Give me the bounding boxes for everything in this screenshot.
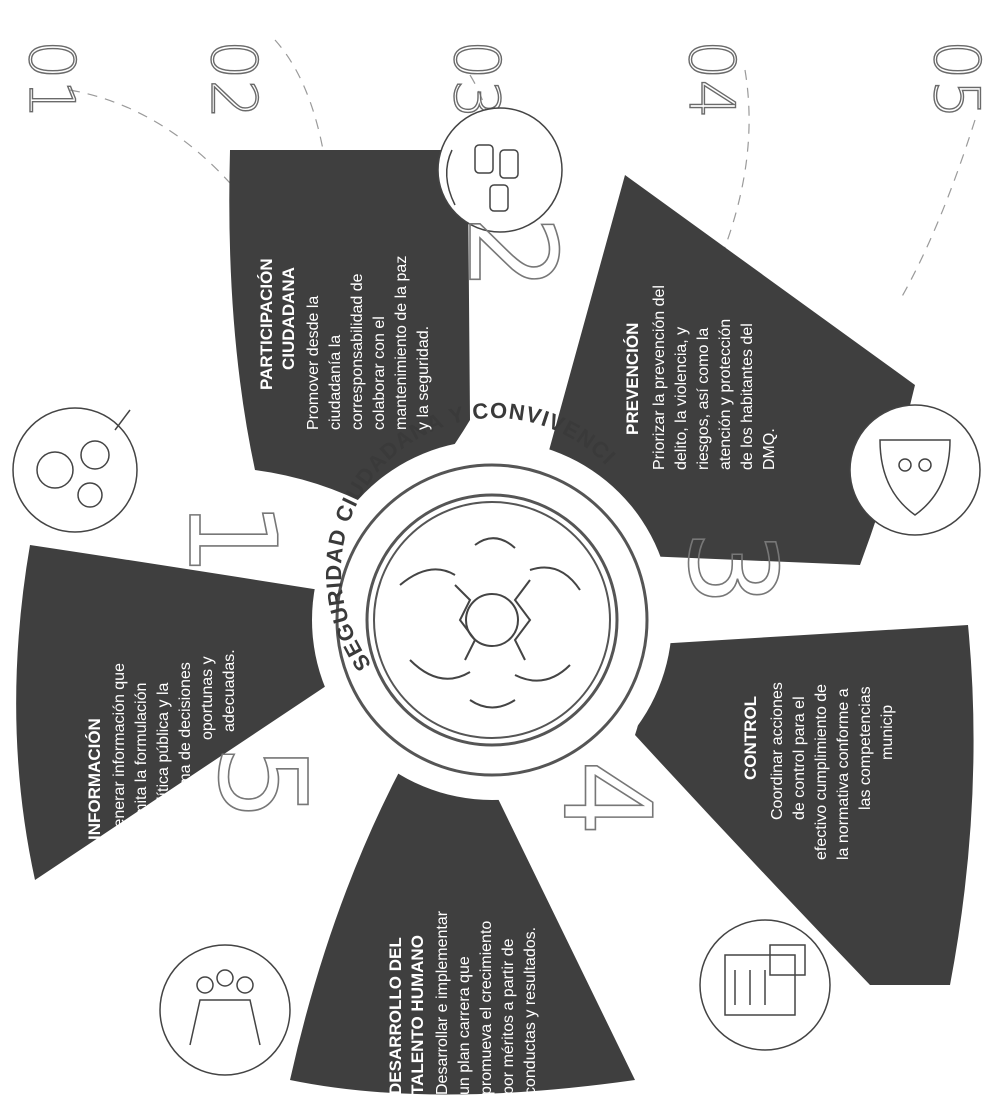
pillar-line: riesgos, así como la bbox=[695, 328, 712, 470]
checklist-document-icon bbox=[699, 919, 831, 1051]
pillar-control: CONTROL Coordinar acciones de control pa… bbox=[741, 682, 896, 860]
wedge-control bbox=[635, 625, 974, 985]
pillar-line: Generar información que bbox=[111, 663, 128, 840]
pillar-line: colaborar con el bbox=[371, 316, 388, 430]
column-number-05: 05 bbox=[920, 40, 993, 119]
wedges bbox=[16, 150, 974, 1095]
gears-magnifier-icon bbox=[12, 407, 138, 533]
column-number-03: 03 bbox=[440, 40, 513, 119]
pillar-line: las competencias bbox=[857, 686, 874, 810]
shield-people-icon bbox=[849, 404, 981, 536]
pillar-line: adecuadas. bbox=[221, 649, 238, 732]
pillar-informacion: INFORMACIÓN Generar información que perm… bbox=[85, 649, 238, 840]
pillar-title-talento: DESARROLLO DEL bbox=[386, 937, 405, 1095]
pillar-line: DMQ. bbox=[761, 428, 778, 470]
step-numeral-2: 2 bbox=[441, 215, 580, 291]
pillar-line: efectivo cumplimiento de bbox=[813, 684, 830, 860]
step-numeral-4: 4 bbox=[536, 760, 675, 836]
step-numeral-3: 3 bbox=[661, 530, 800, 606]
pillar-line: municip bbox=[879, 705, 896, 760]
people-group-icon bbox=[437, 107, 563, 233]
column-number-04: 04 bbox=[675, 40, 748, 119]
pillar-line: de política pública y la bbox=[155, 682, 172, 840]
joined-hands-icon bbox=[399, 537, 581, 709]
pillar-line: la normativa conforme a bbox=[835, 688, 852, 860]
pillar-title-prevencion: PREVENCIÓN bbox=[623, 323, 642, 435]
pillar-icons bbox=[12, 107, 981, 1076]
pillar-line: ciudadanía la bbox=[327, 335, 344, 430]
pillar-talento: DESARROLLO DEL TALENTO HUMANO Desarrolla… bbox=[386, 910, 539, 1095]
pillar-line: Priorizar la prevención del bbox=[651, 285, 668, 470]
pillar-line: y la seguridad. bbox=[415, 326, 432, 430]
pillar-line: toma de decisiones bbox=[177, 662, 194, 800]
column-numbers: 01 02 03 04 05 bbox=[14, 39, 993, 119]
pillar-line: Desarrollar e implementar bbox=[434, 910, 451, 1095]
pillar-line: atención y protección bbox=[717, 319, 734, 470]
pillar-line: corresponsabilidad de bbox=[349, 273, 366, 430]
pillar-line: mantenimiento de la paz bbox=[393, 256, 410, 430]
pillar-title-talento-2: TALENTO HUMANO bbox=[408, 935, 427, 1095]
wedge-talento bbox=[290, 755, 635, 1095]
step-numerals: 1 2 3 4 5 bbox=[160, 214, 801, 837]
team-people-icon bbox=[159, 944, 291, 1076]
wedge-informacion bbox=[16, 545, 336, 880]
pillar-line: oportunas y bbox=[199, 656, 216, 740]
pillar-line: permita la formulación bbox=[133, 683, 150, 840]
step-numeral-1: 1 bbox=[161, 500, 300, 576]
column-number-01: 01 bbox=[15, 40, 88, 119]
pillar-line: un plan carrera que bbox=[456, 956, 473, 1095]
pillar-participacion: PARTICIPACIÓN CIUDADANA Promover desde l… bbox=[257, 256, 432, 430]
pillar-line: Coordinar acciones bbox=[769, 682, 786, 820]
wedge-participacion bbox=[229, 150, 470, 520]
pillar-title-participacion: PARTICIPACIÓN bbox=[257, 258, 276, 390]
pillar-line: de los habitantes del bbox=[739, 323, 756, 470]
pillar-prevencion: PREVENCIÓN Priorizar la prevención del d… bbox=[623, 285, 778, 470]
wedge-prevencion bbox=[545, 175, 915, 565]
pillar-line: de control para el bbox=[791, 696, 808, 820]
pillar-line: promueva el crecimiento bbox=[478, 921, 495, 1095]
pillar-line: Promover desde la bbox=[305, 296, 322, 430]
pillar-line: conductas y resultados. bbox=[522, 927, 539, 1095]
pillar-title-participacion-2: CIUDADANA bbox=[279, 267, 298, 370]
step-numeral-5: 5 bbox=[191, 745, 330, 821]
pillar-line: delito, la violencia, y bbox=[673, 327, 690, 470]
pillar-line: por méritos a partir de bbox=[500, 938, 517, 1095]
pillar-title-control: CONTROL bbox=[741, 696, 760, 780]
pillar-title-informacion: INFORMACIÓN bbox=[85, 718, 104, 840]
column-number-02: 02 bbox=[197, 40, 270, 119]
